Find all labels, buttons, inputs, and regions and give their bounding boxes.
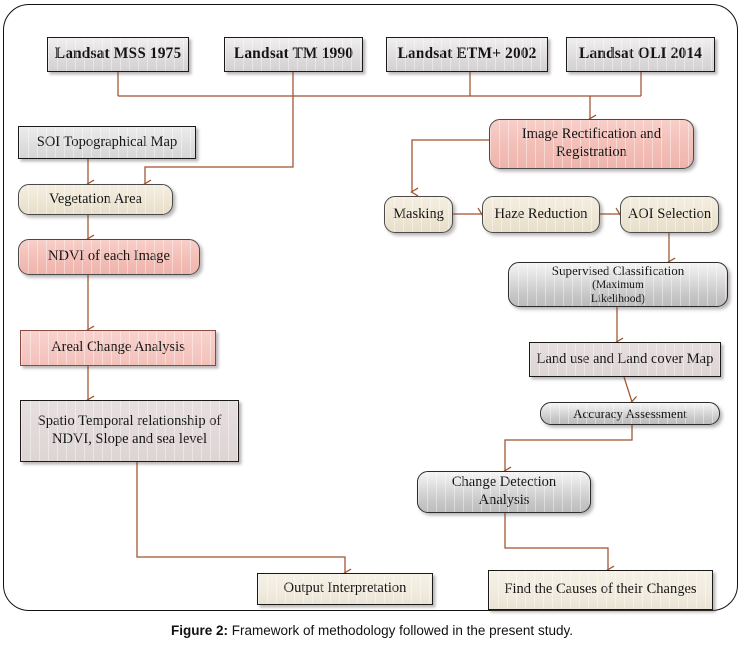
node-label: Find the Causes of their Changes — [504, 581, 697, 598]
node-label-line2: Analysis — [478, 492, 530, 508]
node-haze-reduction[interactable]: Haze Reduction — [482, 196, 600, 233]
node-find-causes-of-changes[interactable]: Find the Causes of their Changes — [488, 570, 713, 610]
node-change-detection-analysis[interactable]: Change Detection Analysis — [417, 471, 591, 513]
node-aoi-selection[interactable]: AOI Selection — [620, 196, 719, 233]
node-ndvi-of-each-image[interactable]: NDVI of each Image — [18, 239, 200, 275]
node-label: Landsat ETM+ 2002 — [397, 45, 537, 63]
node-image-rectification-registration[interactable]: Image Rectification and Registration — [489, 119, 694, 169]
node-spatio-temporal-relationship[interactable]: Spatio Temporal relationship of NDVI, Sl… — [20, 400, 239, 462]
node-label-line1: Spatio Temporal relationship of — [37, 413, 222, 430]
node-landsat-etm-2002[interactable]: Landsat ETM+ 2002 — [386, 37, 548, 72]
node-label-line1: Change Detection — [451, 474, 557, 491]
node-label: Land use and Land cover Map — [536, 350, 714, 367]
node-landsat-mss-1975[interactable]: Landsat MSS 1975 — [47, 37, 189, 72]
node-landsat-tm-1990[interactable]: Landsat TM 1990 — [224, 37, 363, 72]
node-label: Landsat OLI 2014 — [578, 45, 703, 63]
node-label: Masking — [393, 205, 444, 222]
node-label-line2: NDVI, Slope and sea level — [51, 431, 208, 447]
node-vegetation-area[interactable]: Vegetation Area — [18, 184, 173, 215]
node-label-part-main: Supervised Classification — [551, 262, 685, 278]
node-supervised-classification[interactable]: Supervised Classification (Maximum Likel… — [508, 262, 728, 307]
connector-layer — [0, 72, 744, 615]
figure-caption-text: Framework of methodology followed in the… — [228, 623, 573, 638]
node-landsat-oli-2014[interactable]: Landsat OLI 2014 — [566, 37, 715, 72]
node-soi-topographical-map[interactable]: SOI Topographical Map — [18, 126, 196, 159]
figure-outer-frame — [3, 4, 738, 611]
node-label-line1: Supervised Classification (Maximum — [513, 263, 723, 293]
node-label: Accuracy Assessment — [573, 405, 687, 421]
node-label: AOI Selection — [627, 205, 712, 222]
node-output-interpretation[interactable]: Output Interpretation — [257, 573, 433, 605]
figure-caption-label: Figure 2: — [171, 623, 229, 638]
node-label: Haze Reduction — [494, 205, 588, 222]
node-label: Output Interpretation — [283, 580, 407, 597]
node-label: NDVI of each Image — [48, 248, 170, 265]
node-accuracy-assessment[interactable]: Accuracy Assessment — [540, 402, 720, 425]
node-label: Landsat TM 1990 — [233, 45, 354, 63]
node-label-line1: Image Rectification and — [521, 126, 662, 143]
node-areal-change-analysis[interactable]: Areal Change Analysis — [20, 330, 216, 366]
node-land-use-land-cover-map[interactable]: Land use and Land cover Map — [529, 342, 721, 377]
node-label: Areal Change Analysis — [51, 339, 185, 356]
node-label-part-paren: (Maximum — [592, 279, 644, 292]
figure-caption: Figure 2: Framework of methodology follo… — [0, 623, 744, 638]
node-label: SOI Topographical Map — [36, 133, 178, 150]
node-label: Landsat MSS 1975 — [54, 45, 182, 63]
flowchart-canvas: Landsat MSS 1975 Landsat TM 1990 Landsat… — [0, 37, 744, 615]
node-label-line2: Likelihood) — [590, 293, 646, 306]
node-label: Vegetation Area — [48, 190, 142, 207]
node-masking[interactable]: Masking — [384, 196, 453, 233]
node-label-line2: Registration — [556, 144, 627, 160]
